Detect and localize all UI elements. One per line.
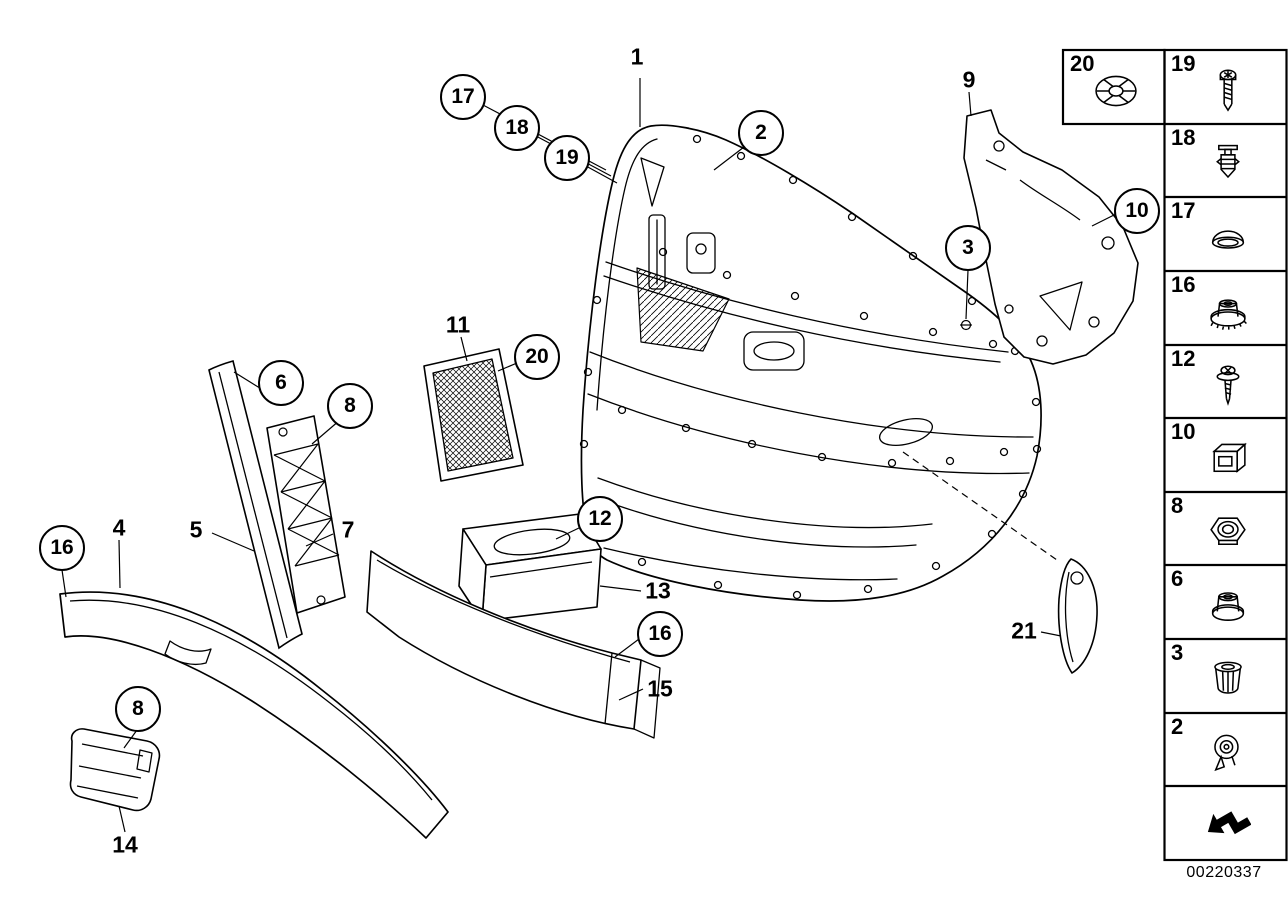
callout-19[interactable]: 19 xyxy=(544,135,590,181)
legend-part-number: 3 xyxy=(1171,640,1184,665)
callout-7[interactable]: 7 xyxy=(341,516,355,543)
collar-nut-icon xyxy=(1205,289,1251,335)
door-trim-panel-art xyxy=(579,124,1042,602)
callout-18[interactable]: 18 xyxy=(494,105,540,151)
callout-2[interactable]: 2 xyxy=(738,110,784,156)
callout-8-lower[interactable]: 8 xyxy=(115,686,161,732)
callout-12[interactable]: 12 xyxy=(577,496,623,542)
legend-cell-8[interactable]: 8 xyxy=(1164,492,1287,565)
legend-cell-20[interactable]: 20 xyxy=(1063,50,1164,124)
callout-10[interactable]: 10 xyxy=(1114,188,1160,234)
callout-11[interactable]: 11 xyxy=(445,311,471,338)
screw-icon xyxy=(1205,68,1251,114)
armrest-art xyxy=(59,591,449,839)
callout-20[interactable]: 20 xyxy=(514,334,560,380)
callout-4[interactable]: 4 xyxy=(112,514,126,541)
callout-14[interactable]: 14 xyxy=(112,831,138,858)
legend-part-number: 10 xyxy=(1171,419,1196,444)
grommet-icon xyxy=(1093,68,1139,114)
trim-strip-art xyxy=(208,360,303,650)
legend-cell-19[interactable]: 19 xyxy=(1164,50,1287,124)
legend-part-number: 2 xyxy=(1171,714,1184,739)
legend-part-number: 19 xyxy=(1171,51,1196,76)
callout-21[interactable]: 21 xyxy=(1011,617,1037,644)
speaker-grille-art xyxy=(423,348,524,482)
legend-cell-10[interactable]: 10 xyxy=(1164,418,1287,492)
legend-cell-2[interactable]: 2 xyxy=(1164,713,1287,786)
callout-8-upper[interactable]: 8 xyxy=(327,383,373,429)
legend-grid xyxy=(1061,48,1288,862)
callout-9[interactable]: 9 xyxy=(962,66,976,93)
legend-cell-18[interactable]: 18 xyxy=(1164,124,1287,197)
legend-cell-3[interactable]: 3 xyxy=(1164,639,1287,713)
drawing-number: 00220337 xyxy=(1186,864,1262,881)
trim-carrier-art xyxy=(266,415,346,614)
clip-icon xyxy=(1205,730,1251,776)
legend-part-number: 16 xyxy=(1171,272,1196,297)
callout-1[interactable]: 1 xyxy=(630,43,644,70)
storage-tray-art xyxy=(458,513,602,622)
legend-cell-arrow xyxy=(1164,786,1287,860)
callout-13[interactable]: 13 xyxy=(645,577,671,604)
callout-16-mid[interactable]: 16 xyxy=(637,611,683,657)
legend-part-number: 12 xyxy=(1171,346,1196,371)
expanding-nut-icon xyxy=(1205,657,1251,703)
legend-part-number: 18 xyxy=(1171,125,1196,150)
cap-plug-icon xyxy=(1205,215,1251,261)
side-cover-art xyxy=(1057,558,1098,674)
callout-5[interactable]: 5 xyxy=(189,516,203,543)
clip-3-art xyxy=(960,319,972,331)
direction-arrow-icon xyxy=(1205,804,1251,850)
door-pull-art xyxy=(69,728,161,812)
screw-with-washer-icon xyxy=(1205,362,1251,408)
fastener-holes xyxy=(579,134,1042,600)
cage-clip-icon xyxy=(1205,436,1251,482)
callout-15[interactable]: 15 xyxy=(647,675,673,702)
flange-nut-icon xyxy=(1205,583,1251,629)
lower-trim-art xyxy=(366,550,661,739)
legend-cell-16[interactable]: 16 xyxy=(1164,271,1287,345)
callout-17[interactable]: 17 xyxy=(440,74,486,120)
legend-part-number: 6 xyxy=(1171,566,1184,591)
legend-cell-17[interactable]: 17 xyxy=(1164,197,1287,271)
callout-6[interactable]: 6 xyxy=(258,360,304,406)
legend-part-number: 17 xyxy=(1171,198,1196,223)
legend-part-number: 8 xyxy=(1171,493,1184,518)
legend-cell-6[interactable]: 6 xyxy=(1164,565,1287,639)
callout-3[interactable]: 3 xyxy=(945,225,991,271)
callout-16-left[interactable]: 16 xyxy=(39,525,85,571)
expansion-rivet-icon xyxy=(1205,141,1251,187)
legend-cell-12[interactable]: 12 xyxy=(1164,345,1287,418)
legend-part-number: 20 xyxy=(1070,51,1095,76)
hex-nut-icon xyxy=(1205,509,1251,555)
